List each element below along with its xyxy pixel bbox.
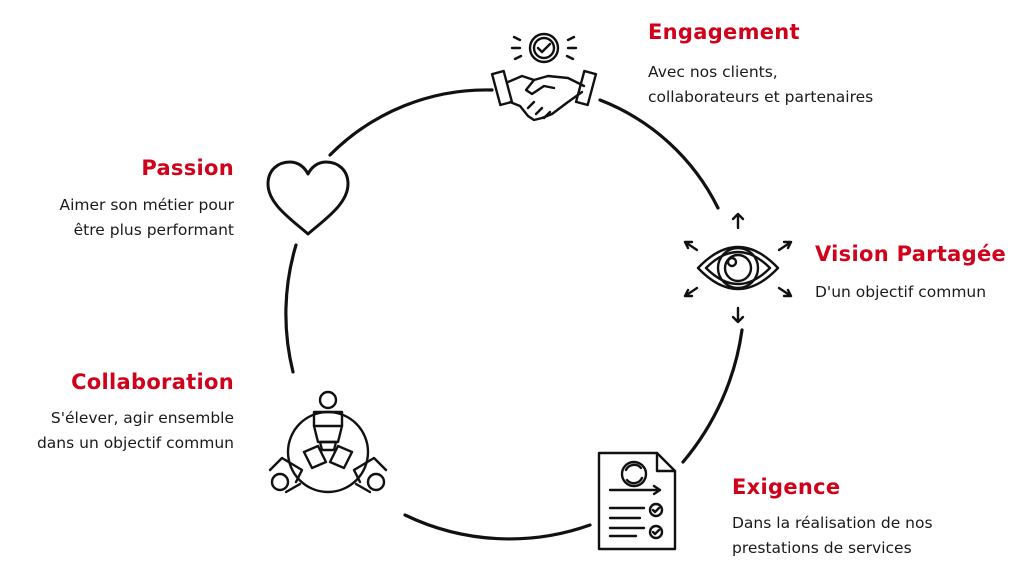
team-table-icon xyxy=(268,390,388,494)
vision-line: D'un objectif commun xyxy=(815,283,987,301)
ring-arc xyxy=(328,88,494,157)
engagement-title: Engagement xyxy=(648,20,800,44)
document-checklist-icon xyxy=(597,451,677,551)
vision-description: D'un objectif commun xyxy=(815,280,986,305)
collaboration-line: dans un objectif commun xyxy=(36,434,234,452)
heart-icon xyxy=(266,160,350,236)
passion-description: Aimer son métier pour être plus performa… xyxy=(59,193,234,243)
engagement-line: collaborateurs et partenaires xyxy=(648,88,874,106)
ring-arc xyxy=(403,513,592,541)
vision-title: Vision Partagée xyxy=(815,242,1007,266)
eye-icon xyxy=(683,212,793,324)
ring-arc xyxy=(284,243,298,374)
passion-line: être plus performant xyxy=(73,221,234,239)
collaboration-description: S'élever, agir ensemble dans un objectif… xyxy=(37,406,234,456)
ring-arc xyxy=(681,328,744,464)
passion-line: Aimer son métier pour xyxy=(59,196,234,214)
handshake-icon xyxy=(490,32,598,122)
engagement-line: Avec nos clients, xyxy=(648,63,778,81)
collaboration-line: S'élever, agir ensemble xyxy=(50,409,234,427)
exigence-line: prestations de services xyxy=(732,539,912,557)
engagement-description: Avec nos clients, collaborateurs et part… xyxy=(648,60,873,110)
collaboration-title: Collaboration xyxy=(71,370,234,394)
exigence-line: Dans la réalisation de nos xyxy=(732,514,933,532)
passion-title: Passion xyxy=(141,156,234,180)
exigence-description: Dans la réalisation de nos prestations d… xyxy=(732,511,933,561)
exigence-title: Exigence xyxy=(732,475,841,499)
ring-arc xyxy=(598,98,720,210)
